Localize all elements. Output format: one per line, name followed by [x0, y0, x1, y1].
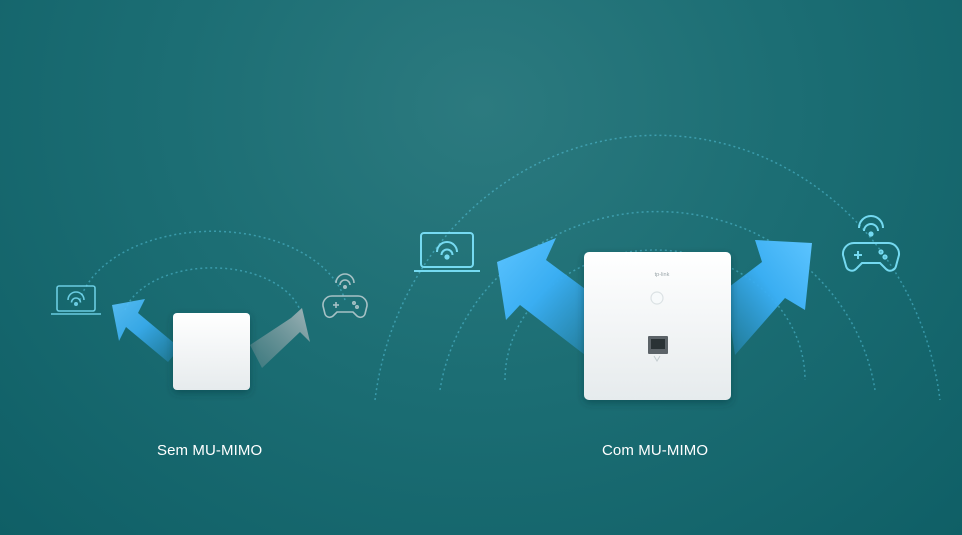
caption-with-mu-mimo: Com MU-MIMO — [602, 442, 709, 459]
laptop-wifi-icon — [51, 285, 101, 315]
gamepad-wifi-icon — [322, 273, 368, 319]
access-point-large: tp-link — [584, 252, 731, 400]
right-blue-arrow-right — [725, 240, 812, 355]
caption-without-mu-mimo: Sem MU-MIMO — [157, 442, 263, 459]
gamepad-wifi-icon-right — [841, 215, 901, 272]
left-blue-arrow — [112, 299, 180, 362]
device-logo: tp-link — [655, 272, 670, 278]
left-gray-arrow — [250, 308, 310, 368]
led-indicator — [650, 291, 664, 305]
right-coverage-arcs — [374, 134, 941, 401]
ethernet-port-icon — [648, 336, 668, 362]
left-coverage-arcs — [79, 230, 346, 311]
access-point-small — [173, 313, 250, 390]
laptop-wifi-icon-right — [414, 232, 480, 272]
right-blue-arrow-left — [497, 238, 600, 355]
